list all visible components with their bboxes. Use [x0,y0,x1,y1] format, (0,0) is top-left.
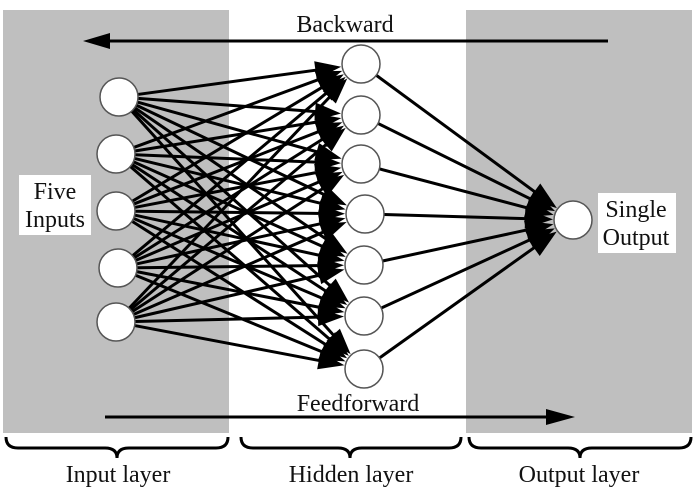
edge-hidden-5-output-1 [382,224,544,263]
input-layer-brace [4,436,230,459]
edge-input-5-hidden-6 [134,315,335,324]
edge-input-3-hidden-2 [133,124,334,206]
hidden-node-1 [341,44,381,84]
arrowhead-input-5-hidden-4 [319,221,347,241]
hidden-node-3 [341,144,381,184]
edge-input-1-hidden-3 [136,100,333,158]
edge-input-3-hidden-7 [131,219,340,355]
edge-input-2-hidden-3 [134,153,332,165]
hidden-output-connections [375,74,550,360]
edge-hidden-4-output-1 [383,213,544,221]
input-node-3 [96,191,136,231]
output-node-1 [553,200,593,240]
backward-label: Backward [296,12,393,38]
arrowhead-input-5-hidden-3 [317,174,345,197]
edge-hidden-3-output-1 [378,167,545,214]
edge-input-5-hidden-1 [127,84,342,310]
edge-input-1-hidden-4 [135,103,339,203]
input-hidden-connections [127,66,346,365]
output-label-line1: Single [605,197,666,223]
edge-hidden-2-output-1 [377,122,547,209]
hidden-layer-brace [239,436,463,459]
edge-input-1-hidden-7 [130,110,346,348]
arrowhead-input-1-hidden-6 [323,278,350,303]
arrowhead-input-5-hidden-7 [317,351,345,370]
edge-input-3-hidden-3 [134,168,332,209]
hidden-node-2 [341,95,381,135]
edge-input-2-hidden-4 [134,156,337,209]
edge-input-3-hidden-6 [132,217,337,306]
output-label-line2: Output [603,225,670,251]
hidden-node-6 [344,296,384,336]
edge-input-2-hidden-5 [132,160,338,255]
edge-input-4-hidden-2 [133,129,337,260]
hidden-layer-label: Hidden layer [289,462,414,488]
output-layer-label: Output layer [519,462,640,488]
edge-input-3-hidden-4 [134,209,336,216]
arrowhead-input-5-hidden-6 [317,308,345,327]
edge-input-5-hidden-4 [132,224,339,316]
input-node-4 [98,248,138,288]
arrowhead-input-2-hidden-7 [323,332,349,356]
arrowhead-input-5-hidden-2 [320,127,346,152]
edge-input-4-hidden-3 [134,174,335,262]
inputs-label-background [19,175,91,235]
arrowheads [314,61,557,370]
edge-hidden-1-output-1 [375,74,550,204]
edge-input-5-hidden-5 [134,270,336,320]
edge-input-5-hidden-7 [134,324,335,365]
input-node-5 [96,302,136,342]
input-node-2 [96,134,136,174]
edge-input-3-hidden-5 [134,213,336,261]
edge-input-1-hidden-1 [137,66,332,96]
backward-arrow [83,33,608,49]
hidden-node-7 [344,349,384,389]
input-node-1 [99,77,139,117]
feedforward-label: Feedforward [297,391,420,417]
edge-input-2-hidden-1 [133,72,334,149]
edge-input-5-hidden-3 [131,178,337,313]
edge-input-3-hidden-1 [131,78,337,203]
edge-input-1-hidden-5 [133,106,341,250]
inputs-label-line2: Inputs [25,207,85,233]
edge-input-2-hidden-2 [134,118,332,153]
neurons [96,44,593,389]
hidden-node-4 [345,194,385,234]
edge-input-2-hidden-6 [131,163,340,301]
edge-input-4-hidden-4 [136,218,337,266]
edge-input-5-hidden-2 [129,133,340,311]
arrowhead-hidden-1-output-1 [528,183,557,209]
edge-input-1-hidden-2 [137,96,332,115]
input-layer-label: Input layer [66,462,171,488]
arrowhead-input-5-hidden-5 [317,266,345,285]
output-label-background [598,193,676,253]
inputs-label-line1: Five [34,179,77,205]
arrowhead-hidden-7-output-1 [528,231,557,257]
edge-input-4-hidden-1 [131,82,339,257]
hidden-node-5 [344,245,384,285]
edge-hidden-6-output-1 [380,231,547,310]
arrowhead-input-5-hidden-1 [322,78,348,104]
feedforward-arrow [105,409,575,425]
edge-hidden-7-output-1 [378,236,550,360]
output-layer-brace [467,436,693,459]
